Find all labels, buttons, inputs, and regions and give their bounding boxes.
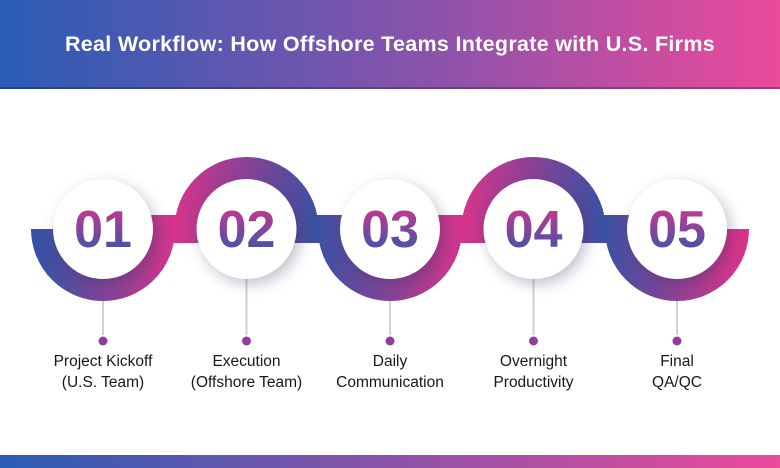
step-circles: [53, 179, 727, 279]
step-circle-1: [53, 179, 153, 279]
step-connector-dot-5: [672, 336, 682, 346]
page-title: Real Workflow: How Offshore Teams Integr…: [64, 32, 716, 56]
step-label-5: Final QA/QC: [592, 351, 762, 393]
step-label-3-line2: Communication: [336, 374, 444, 391]
step-label-5-line1: Final: [660, 353, 694, 370]
footer-gradient-bar: [0, 455, 780, 468]
step-circle-3: [340, 179, 440, 279]
step-connector-dot-4: [529, 336, 538, 346]
step-circle-5: [627, 179, 727, 279]
step-connector-dot-1: [98, 336, 108, 346]
step-number-4: 04: [505, 201, 563, 259]
step-label-2-line1: Execution: [212, 353, 281, 370]
step-circle-4: [483, 179, 584, 279]
step-circle-2: [196, 179, 297, 279]
step-label-4: Overnight Productivity: [449, 351, 619, 393]
step-label-3: Daily Communication: [305, 351, 475, 393]
title-banner: Real Workflow: How Offshore Teams Integr…: [0, 0, 780, 89]
step-connector-dot-3: [385, 336, 395, 346]
step-label-4-line2: Productivity: [493, 374, 574, 391]
workflow-wave-ribbon: [31, 157, 749, 301]
step-connector-dot-2: [242, 336, 251, 346]
step-number-2: 02: [218, 201, 276, 259]
step-number-1: 01: [74, 201, 132, 259]
step-label-1-line1: Project Kickoff: [53, 353, 153, 370]
step-label-2: Execution (Offshore Team): [162, 351, 332, 393]
step-label-4-line1: Overnight: [499, 353, 568, 370]
step-number-5: 05: [648, 201, 706, 259]
step-label-1: Project Kickoff (U.S. Team): [18, 351, 188, 393]
step-number-3: 03: [361, 201, 419, 259]
step-label-5-line2: QA/QC: [652, 374, 702, 391]
step-label-1-line2: (U.S. Team): [61, 374, 145, 391]
step-label-2-line2: (Offshore Team): [190, 374, 303, 391]
step-label-3-line1: Daily: [372, 353, 408, 370]
step-numbers: 01 02 03 04 05: [74, 201, 706, 259]
